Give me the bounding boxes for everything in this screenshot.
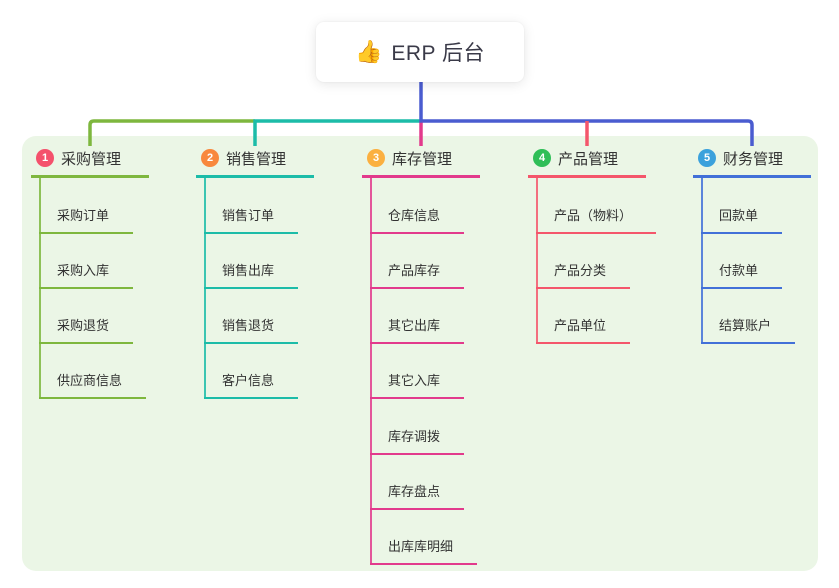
child-node[interactable]: 销售订单 bbox=[204, 207, 299, 234]
branch-label: 财务管理 bbox=[723, 150, 784, 168]
child-node[interactable]: 产品（物料） bbox=[536, 207, 657, 234]
branch-node-purchase[interactable]: 1 采购管理 bbox=[31, 148, 149, 178]
child-node[interactable]: 库存盘点 bbox=[370, 483, 465, 510]
badge-1: 1 bbox=[36, 149, 54, 167]
child-node[interactable]: 采购退货 bbox=[39, 317, 134, 344]
root-node-erp[interactable]: 👍 ERP 后台 bbox=[316, 22, 524, 82]
child-node[interactable]: 产品分类 bbox=[536, 262, 631, 289]
child-node[interactable]: 其它出库 bbox=[370, 317, 465, 344]
child-node[interactable]: 销售退货 bbox=[204, 317, 299, 344]
child-node[interactable]: 客户信息 bbox=[204, 372, 299, 399]
branch-node-finance[interactable]: 5 财务管理 bbox=[693, 148, 811, 178]
badge-2: 2 bbox=[201, 149, 219, 167]
child-node[interactable]: 采购入库 bbox=[39, 262, 134, 289]
child-node[interactable]: 库存调拨 bbox=[370, 428, 465, 455]
child-node[interactable]: 其它入库 bbox=[370, 372, 465, 399]
child-node[interactable]: 回款单 bbox=[701, 207, 783, 234]
child-node[interactable]: 产品单位 bbox=[536, 317, 631, 344]
branch5-child-connector bbox=[701, 177, 703, 344]
branch-label: 库存管理 bbox=[392, 150, 453, 168]
child-node[interactable]: 结算账户 bbox=[701, 317, 796, 344]
branch-label: 采购管理 bbox=[61, 150, 122, 168]
branch-node-inventory[interactable]: 3 库存管理 bbox=[362, 148, 480, 178]
child-node[interactable]: 仓库信息 bbox=[370, 207, 465, 234]
branch4-child-connector bbox=[536, 177, 538, 344]
child-node[interactable]: 销售出库 bbox=[204, 262, 299, 289]
child-node[interactable]: 出库库明细 bbox=[370, 538, 478, 565]
branch-node-product[interactable]: 4 产品管理 bbox=[528, 148, 646, 178]
badge-4: 4 bbox=[533, 149, 551, 167]
branch-label: 产品管理 bbox=[558, 150, 619, 168]
thumbs-up-icon: 👍 bbox=[354, 39, 383, 64]
mindmap-background-panel bbox=[22, 136, 818, 571]
badge-3: 3 bbox=[367, 149, 385, 167]
child-node[interactable]: 供应商信息 bbox=[39, 372, 147, 399]
child-node[interactable]: 采购订单 bbox=[39, 207, 134, 234]
child-node[interactable]: 付款单 bbox=[701, 262, 783, 289]
branch-label: 销售管理 bbox=[226, 150, 287, 168]
badge-5: 5 bbox=[698, 149, 716, 167]
root-node-label: ERP 后台 bbox=[391, 42, 486, 65]
branch3-child-connector bbox=[370, 177, 372, 565]
branch-node-sales[interactable]: 2 销售管理 bbox=[196, 148, 314, 178]
child-node[interactable]: 产品库存 bbox=[370, 262, 465, 289]
